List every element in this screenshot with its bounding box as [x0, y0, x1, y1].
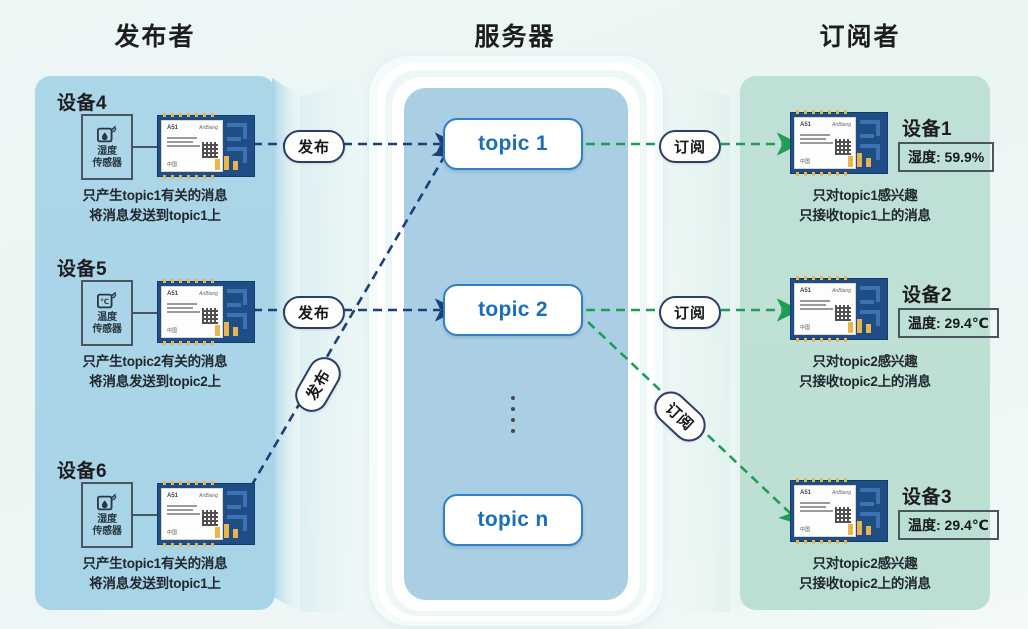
- sensor-6-wire: [133, 514, 157, 516]
- qr-code-icon: [835, 139, 851, 155]
- svg-text:℃: ℃: [100, 297, 109, 306]
- humidity-sensor-icon: [96, 125, 118, 145]
- module-model-text: A51: [167, 493, 179, 499]
- qr-code-icon: [835, 507, 851, 523]
- module-label: A51 AnBiang 中国: [794, 117, 856, 169]
- humidity-sensor-6: 湿度 传感器: [81, 482, 133, 548]
- module-footer-text: 中国: [167, 328, 178, 334]
- sensor-4-wire: [133, 146, 157, 148]
- publish-label-device5: 发布: [283, 296, 346, 329]
- topic-n-label: topic n: [477, 508, 549, 531]
- temperature-sensor-5: ℃ 温度 传感器: [81, 280, 133, 346]
- sensor-4-name: 湿度 传感器: [92, 146, 122, 169]
- qr-code-icon: [835, 305, 851, 321]
- module-label: A51 AnBiang 中国: [161, 488, 223, 540]
- topic-ellipsis: [511, 396, 515, 433]
- module-brand-text: AnBiang: [199, 125, 218, 131]
- module-info-lines: [800, 134, 833, 146]
- sensor-5-wire: [133, 312, 157, 314]
- column-header-server: 服务器: [474, 23, 556, 51]
- module-brand-text: AnBiang: [832, 122, 851, 128]
- device-3-reading: 温度: 29.4℃: [898, 510, 999, 540]
- sensor-5-name: 温度 传感器: [92, 312, 122, 335]
- humidity-sensor-4: 湿度 传感器: [81, 114, 133, 180]
- device-5-module: A51 AnBiang 中国: [157, 279, 255, 345]
- module-model-text: A51: [800, 122, 812, 128]
- qr-code-icon: [202, 142, 218, 158]
- subscribe-label-device2: 订阅: [659, 296, 722, 329]
- module-info-lines: [167, 505, 200, 517]
- module-info-lines: [800, 502, 833, 514]
- device-4-label: 设备4: [57, 93, 108, 114]
- module-brand-text: AnBiang: [199, 291, 218, 297]
- device-2-label: 设备2: [902, 285, 953, 306]
- module-brand-text: AnBiang: [832, 490, 851, 496]
- device-4-caption: 只产生topic1有关的消息 将消息发送到topic1上: [82, 188, 228, 223]
- device-2-reading: 温度: 29.4℃: [898, 308, 999, 338]
- topic-2-label: topic 2: [478, 298, 548, 321]
- column-header-subscriber: 订阅者: [819, 23, 901, 51]
- device-6-caption: 只产生topic1有关的消息 将消息发送到topic1上: [82, 556, 228, 591]
- module-label: A51 AnBiang 中国: [794, 485, 856, 537]
- module-info-lines: [800, 300, 833, 312]
- module-brand-text: AnBiang: [199, 493, 218, 499]
- module-label: A51 AnBiang 中国: [794, 283, 856, 335]
- device-6-module: A51 AnBiang 中国: [157, 481, 255, 547]
- device-1-reading: 湿度: 59.9%: [898, 142, 995, 172]
- module-footer-text: 中国: [167, 162, 178, 168]
- sensor-6-name: 湿度 传感器: [92, 514, 122, 537]
- device-3-caption: 只对topic2感兴趣 只接收topic2上的消息: [799, 556, 931, 591]
- module-model-text: A51: [800, 288, 812, 294]
- qr-code-icon: [202, 510, 218, 526]
- column-header-publisher: 发布者: [114, 23, 196, 51]
- device-3-label: 设备3: [902, 487, 953, 508]
- module-label: A51 AnBiang 中国: [161, 120, 223, 172]
- publish-label-device6: 发布: [289, 351, 347, 418]
- module-info-lines: [167, 303, 200, 315]
- device-1-caption: 只对topic1感兴趣 只接收topic1上的消息: [799, 188, 931, 223]
- module-model-text: A51: [167, 291, 179, 297]
- qr-code-icon: [202, 308, 218, 324]
- device-2-module: A51 AnBiang 中国: [790, 276, 888, 342]
- module-footer-text: 中国: [800, 527, 811, 533]
- subscribe-label-device1: 订阅: [659, 130, 722, 163]
- publish-label-device4: 发布: [283, 130, 346, 163]
- module-brand-text: AnBiang: [832, 288, 851, 294]
- device-1-module: A51 AnBiang 中国: [790, 110, 888, 176]
- topic-n-node[interactable]: topic n: [443, 494, 583, 546]
- temperature-sensor-icon: ℃: [96, 291, 118, 311]
- module-label: A51 AnBiang 中国: [161, 286, 223, 338]
- device-4-module: A51 AnBiang 中国: [157, 113, 255, 179]
- humidity-sensor-icon: [96, 493, 118, 513]
- topic-1-node[interactable]: topic 1: [443, 118, 583, 170]
- module-model-text: A51: [800, 490, 812, 496]
- device-5-caption: 只产生topic2有关的消息 将消息发送到topic2上: [82, 354, 228, 389]
- topic-1-label: topic 1: [478, 132, 548, 155]
- device-5-label: 设备5: [57, 259, 108, 280]
- module-footer-text: 中国: [800, 325, 811, 331]
- module-info-lines: [167, 137, 200, 149]
- device-1-label: 设备1: [902, 119, 953, 140]
- device-6-label: 设备6: [57, 461, 108, 482]
- module-model-text: A51: [167, 125, 179, 131]
- module-footer-text: 中国: [167, 530, 178, 536]
- device-2-caption: 只对topic2感兴趣 只接收topic2上的消息: [799, 354, 931, 389]
- device-3-module: A51 AnBiang 中国: [790, 478, 888, 544]
- module-footer-text: 中国: [800, 159, 811, 165]
- topic-2-node[interactable]: topic 2: [443, 284, 583, 336]
